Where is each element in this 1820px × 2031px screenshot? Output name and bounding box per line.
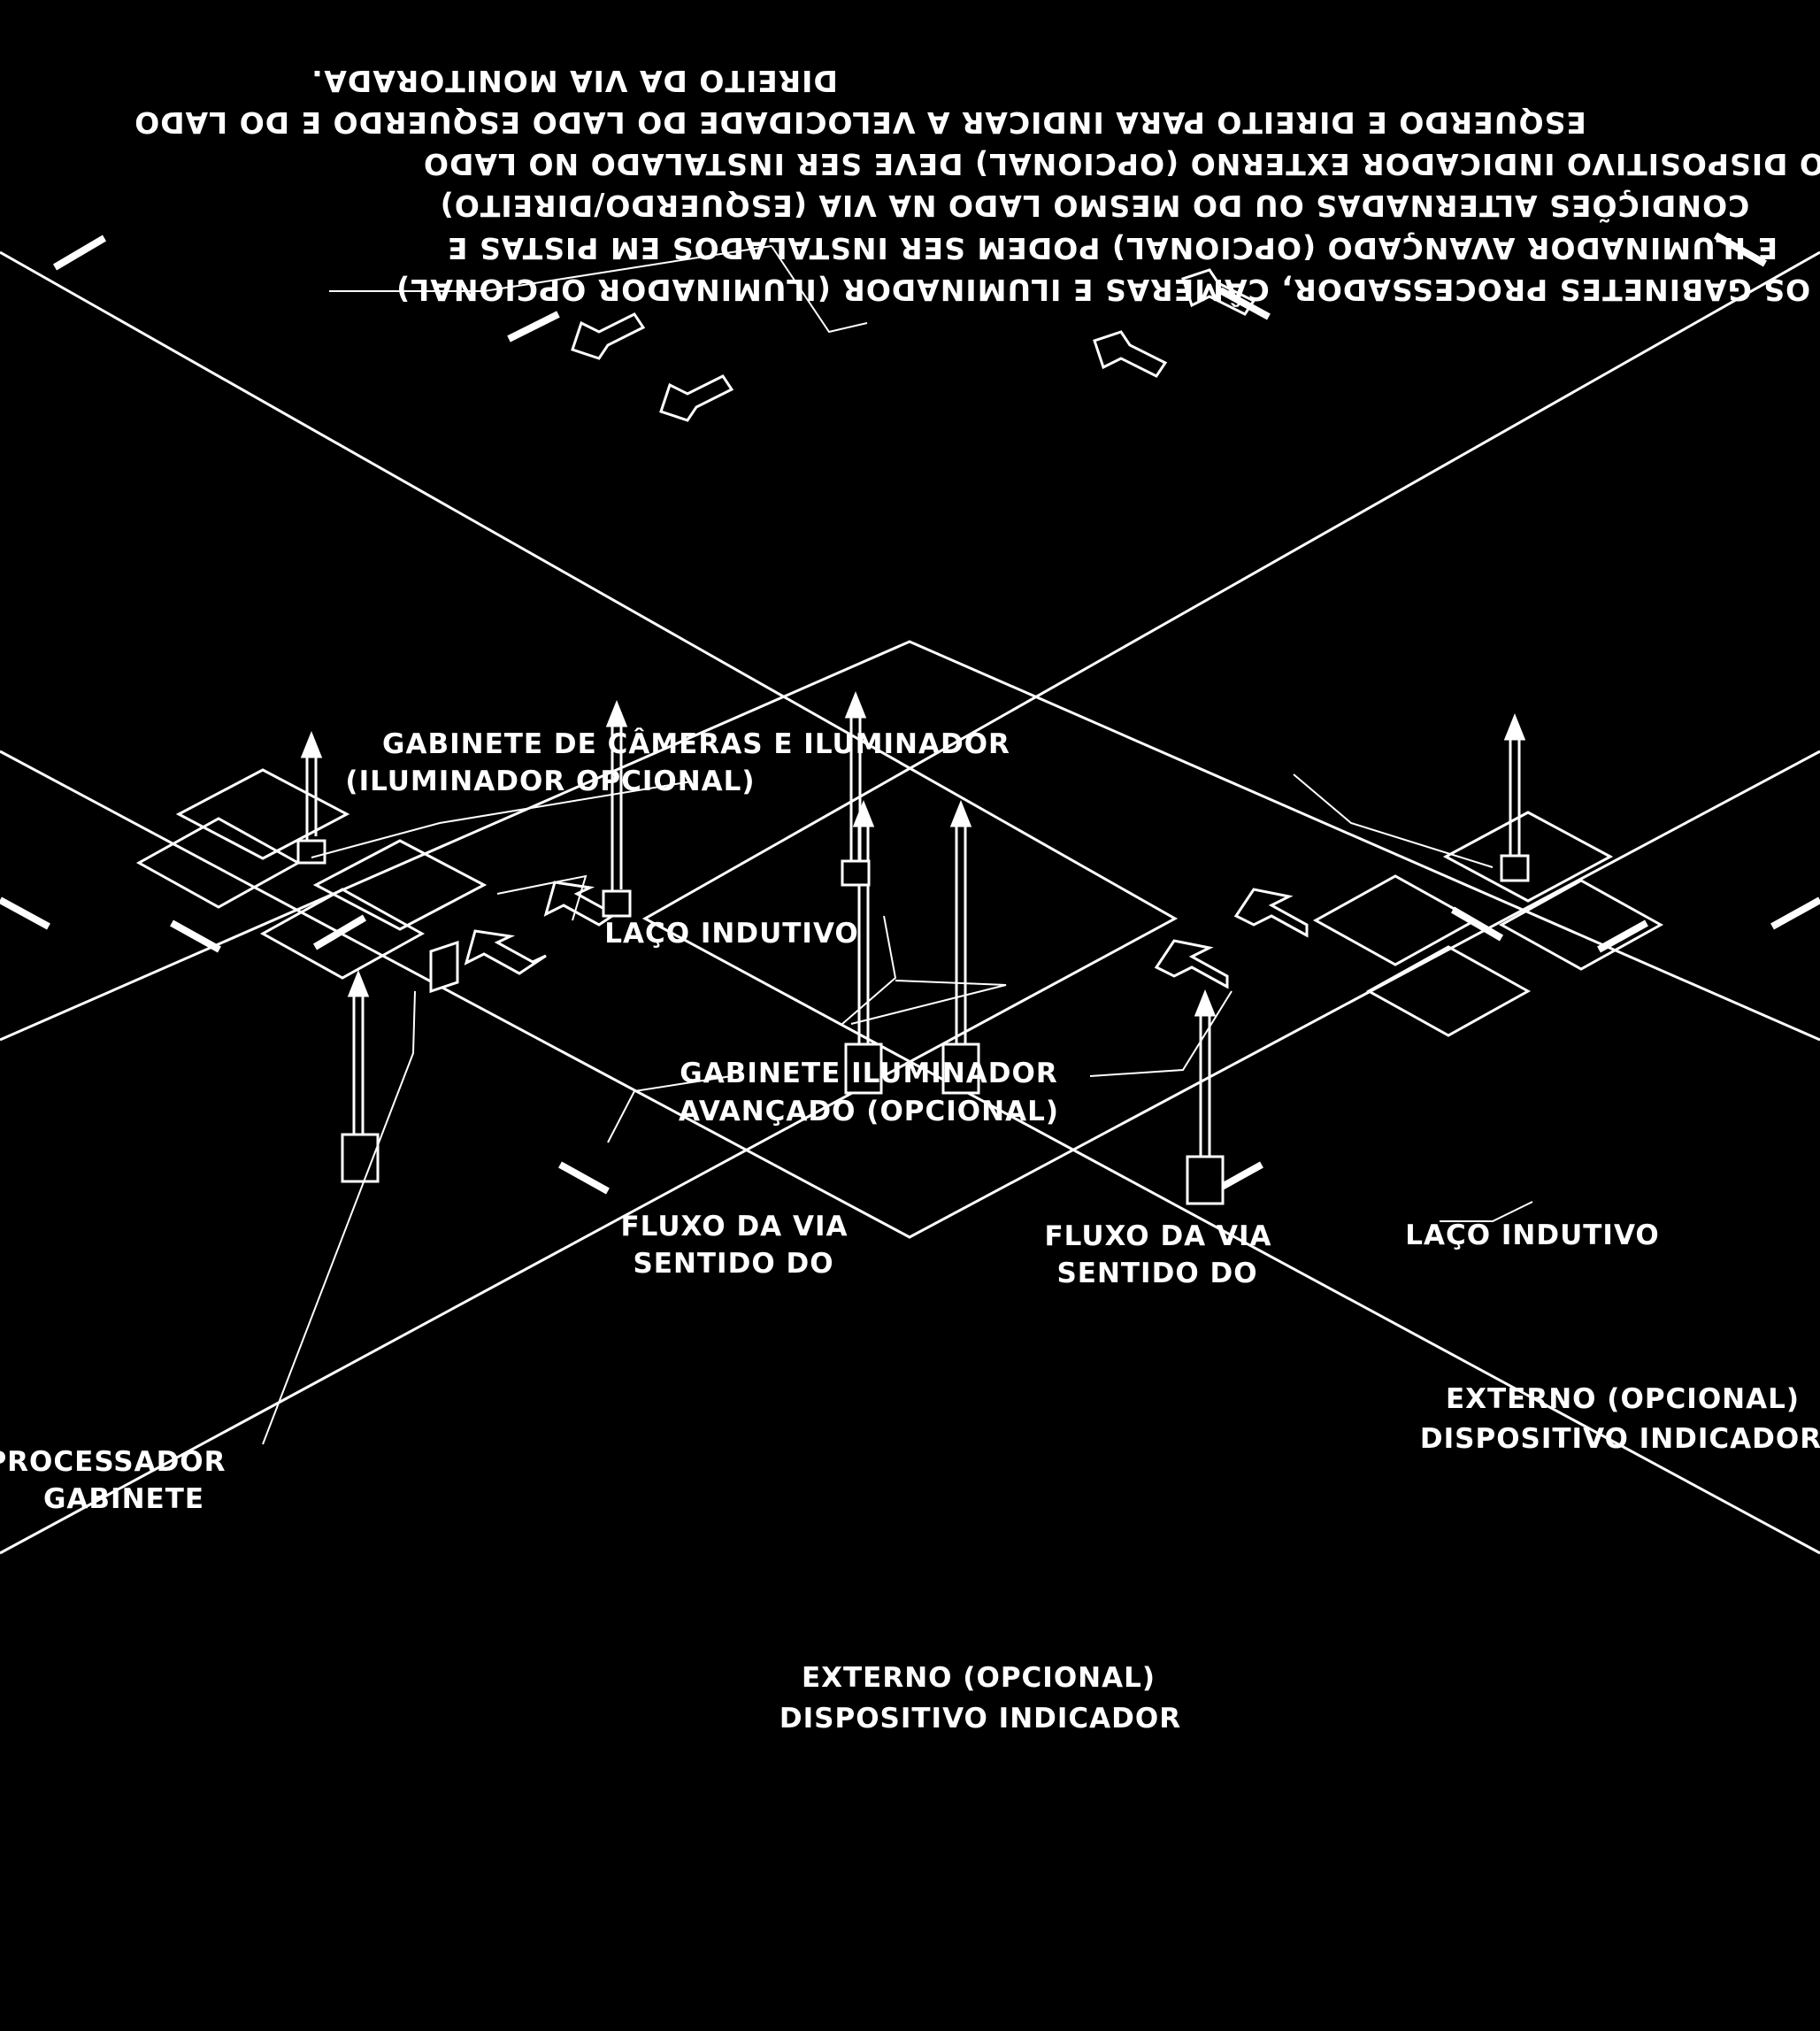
loop bbox=[312, 839, 488, 931]
leader-lines bbox=[262, 245, 1533, 1445]
notes-block: OBS: OS GABINETES PROCESSADOR, CÂMERAS E… bbox=[134, 64, 1820, 308]
flow-arrow bbox=[659, 374, 734, 422]
pole-tip bbox=[844, 690, 867, 719]
lane-dash bbox=[1450, 906, 1504, 942]
note-line-1: OBS: OS GABINETES PROCESSADOR, CÂMERAS E… bbox=[395, 273, 1820, 308]
illuminator-cabinet-icon bbox=[841, 859, 871, 887]
road-edge-top bbox=[0, 750, 1820, 1239]
leader-indicator-right-2 bbox=[841, 915, 897, 1025]
lane-dash bbox=[312, 914, 367, 950]
leader-loop-left bbox=[496, 874, 587, 921]
flow-arrow bbox=[1093, 330, 1168, 378]
flow-arrow bbox=[1154, 939, 1229, 989]
lane-dash bbox=[1597, 919, 1648, 953]
label-camera-cabinet-line2: (ILUMINADOR OPCIONAL) bbox=[345, 765, 755, 797]
lane-dash bbox=[507, 311, 560, 342]
label-flow-left-line2: FLUXO DA VIA bbox=[621, 1211, 849, 1242]
leader-illuminator bbox=[607, 1075, 733, 1143]
road-edge-right bbox=[0, 250, 1179, 1555]
road-edges bbox=[0, 250, 1820, 1555]
lane-dash bbox=[1714, 232, 1767, 267]
rotated-drawing: OBS: OS GABINETES PROCESSADOR, CÂMERAS E… bbox=[0, 64, 1820, 1555]
note-line-2: E ILUMINADOR AVANÇADO (OPCIONAL) PODEM S… bbox=[447, 231, 1778, 265]
lane-dash bbox=[1218, 287, 1271, 320]
label-flow-left-line1: SENTIDO DO bbox=[633, 1248, 833, 1280]
pole-tip bbox=[1194, 989, 1217, 1017]
pole-tip bbox=[605, 699, 628, 727]
pole-tip bbox=[949, 799, 972, 827]
note-line-6: DIREITO DA VIA MONITORADA. bbox=[311, 64, 838, 98]
label-illuminator-line1: GABINETE ILUMINADOR bbox=[680, 1058, 1057, 1089]
poles bbox=[296, 690, 1530, 1205]
processor-cabinet-icon bbox=[429, 940, 459, 994]
loop bbox=[175, 768, 350, 860]
label-processor-line2: PROCESSADOR bbox=[0, 1446, 227, 1478]
inductive-loops bbox=[135, 768, 1664, 1037]
lane-dash bbox=[170, 919, 221, 953]
pole-tip bbox=[347, 969, 370, 997]
label-loop-left: LAÇO INDUTIVO bbox=[604, 918, 859, 950]
label-flow-right-line2: FLUXO DA VIA bbox=[1045, 1220, 1272, 1252]
lane-dash bbox=[0, 896, 50, 930]
pole-tip bbox=[300, 730, 323, 758]
leader-camera-cabinet bbox=[311, 781, 693, 858]
label-processor-line1: GABINETE bbox=[43, 1483, 204, 1515]
lane-dashes bbox=[0, 232, 1820, 1195]
leader-processor bbox=[262, 990, 416, 1445]
leader-indicator-right bbox=[850, 980, 1007, 1025]
leader-camera-cabinet-right bbox=[1293, 773, 1494, 868]
label-indicator-bottom-line1: DISPOSITIVO INDICADOR bbox=[779, 1703, 1181, 1735]
leader-loop-right bbox=[1440, 1201, 1533, 1222]
flow-arrow bbox=[1181, 268, 1256, 316]
labels: GABINETE DE CÂMERAS E ILUMINADOR (ILUMIN… bbox=[0, 728, 1820, 1735]
flow-arrow bbox=[1233, 888, 1309, 938]
note-line-3: CONDIÇÕES ALTERNADAS OU DO MESMO LADO NA… bbox=[440, 188, 1750, 224]
indicator-device-icon bbox=[1186, 1155, 1225, 1205]
label-illuminator-line2: AVANÇADO (OPCIONAL) bbox=[679, 1096, 1059, 1127]
label-camera-cabinet-line1: GABINETE DE CÂMERAS E ILUMINADOR bbox=[382, 728, 1010, 760]
camera-cabinet-icon bbox=[1500, 854, 1530, 882]
lane-dash bbox=[1770, 896, 1820, 930]
leader-indicator-bottom bbox=[329, 245, 772, 292]
indicator-device-icon bbox=[941, 1042, 980, 1095]
label-indicator-right-line2: EXTERNO (OPCIONAL) bbox=[1446, 1383, 1800, 1415]
note-line-4: O DISPOSITIVO INDICADOR EXTERNO (OPCIONA… bbox=[423, 147, 1820, 181]
loop bbox=[1442, 811, 1614, 903]
loop bbox=[135, 817, 302, 909]
indicator-device-icon bbox=[844, 1042, 883, 1095]
road-edge-left bbox=[641, 250, 1820, 1555]
label-loop-right: LAÇO INDUTIVO bbox=[1405, 1219, 1660, 1251]
road-edge-bottom bbox=[0, 640, 1820, 1042]
pole-tip bbox=[852, 799, 875, 827]
label-indicator-bottom-line2: EXTERNO (OPCIONAL) bbox=[802, 1662, 1156, 1694]
leader-indicator-bottom-2 bbox=[771, 245, 868, 334]
loop bbox=[1312, 874, 1478, 966]
illuminator-cabinet-icon bbox=[602, 889, 632, 918]
flow-arrow bbox=[571, 312, 646, 360]
note-line-5: ESQUERDO E DIREITO PARA INDICAR A VELOCI… bbox=[134, 105, 1586, 140]
flow-arrow bbox=[464, 929, 547, 975]
pole-tip bbox=[1503, 712, 1526, 741]
loop bbox=[259, 888, 426, 980]
loop bbox=[1365, 945, 1532, 1037]
label-flow-right-line1: SENTIDO DO bbox=[1056, 1258, 1257, 1289]
leader-illuminator-right bbox=[1089, 990, 1233, 1077]
lane-dash bbox=[558, 1161, 610, 1195]
lane-dash bbox=[52, 235, 107, 271]
label-indicator-right-line1: DISPOSITIVO INDICADOR bbox=[1420, 1423, 1820, 1455]
flow-arrows bbox=[464, 268, 1309, 989]
camera-cabinet-icon bbox=[296, 839, 326, 865]
loop bbox=[1498, 879, 1664, 971]
